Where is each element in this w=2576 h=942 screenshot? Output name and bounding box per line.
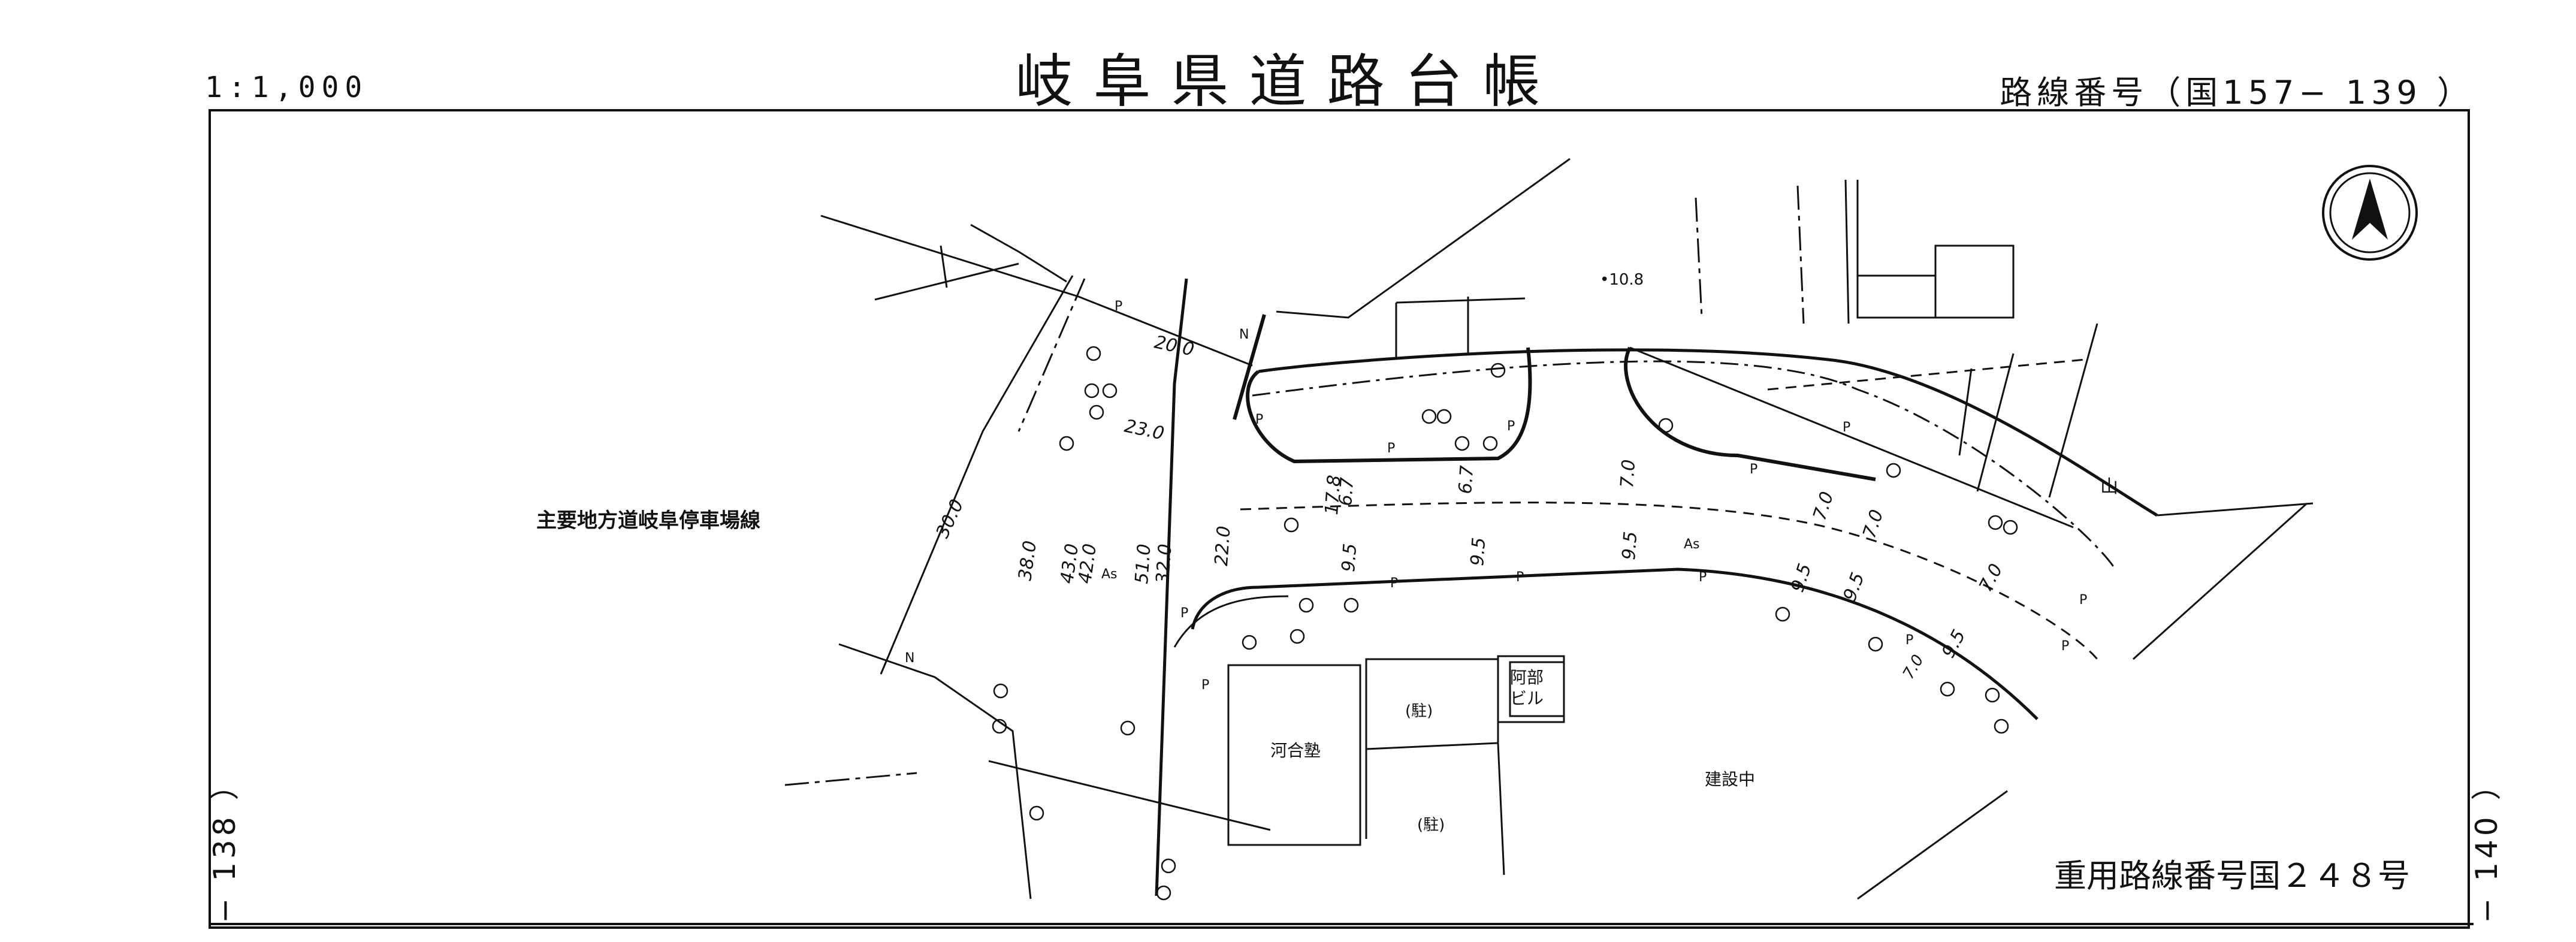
utility-marker-icon	[1161, 858, 1176, 874]
road-edge-line	[880, 275, 1074, 675]
svg-text:P: P	[1115, 299, 1122, 314]
utility-marker-icon	[1102, 383, 1118, 398]
utility-marker-icon	[1868, 636, 1883, 652]
utility-marker-icon	[1454, 436, 1470, 451]
utility-marker-icon	[1242, 635, 1257, 650]
dimension-label: 7.0	[1899, 652, 1928, 683]
svg-text:P: P	[1507, 419, 1515, 434]
utility-marker-icon	[1284, 517, 1299, 533]
utility-marker-icon	[1029, 805, 1044, 821]
svg-text:P: P	[1390, 576, 1398, 591]
dimension-label: 6.7	[1335, 477, 1358, 507]
dimension-label: 17.8	[1321, 474, 1345, 515]
utility-marker-icon	[992, 718, 1007, 734]
utility-marker-icon	[1994, 718, 2009, 734]
utility-marker-icon	[1886, 463, 1901, 478]
utility-marker-icon	[993, 683, 1008, 699]
dimension-label: 9.5	[1467, 537, 1490, 567]
utility-marker-icon	[1775, 606, 1790, 622]
svg-text:P: P	[1699, 570, 1707, 585]
overlap-route-label: 重用路線番号国２４８号	[2054, 857, 2410, 895]
route-number: 路線番号（国157− 139 ）	[2000, 74, 2474, 111]
dimension-label: 9.5	[1938, 626, 1970, 662]
yama-label: 山	[2100, 476, 2118, 497]
svg-text:P: P	[1255, 412, 1263, 427]
centerline	[1252, 360, 2116, 570]
svg-text:P: P	[1201, 678, 1209, 693]
curb-line	[1191, 567, 2039, 720]
utility-marker-icon	[1985, 687, 2000, 703]
pavement-mark: As	[1101, 567, 1118, 582]
svg-text:P: P	[1905, 633, 1913, 648]
building-label-abe-2: ビル	[1510, 689, 1544, 708]
dimension-label: 38.0	[1014, 539, 1041, 582]
utility-marker-icon	[1482, 436, 1498, 451]
north-mark: N	[1239, 327, 1249, 342]
parking-label: (駐)	[1405, 702, 1433, 720]
utility-marker-icon	[1289, 629, 1305, 644]
map-scale: 1:1,000	[205, 71, 369, 104]
dimension-label: 51.0	[1131, 543, 1155, 584]
curb-line	[1155, 278, 1188, 896]
utility-marker-icon	[1298, 597, 1314, 613]
svg-text:P: P	[1387, 441, 1395, 456]
dimension-label: 22.0	[1211, 525, 1235, 566]
road-name-label: 主要地方道岐阜停車場線	[536, 509, 760, 533]
dimension-label: 7.0	[1617, 459, 1639, 489]
utility-marker-icon	[2003, 520, 2018, 535]
utility-symbols	[992, 346, 2018, 901]
sheet-title: 岐阜県道路台帳	[1015, 48, 1561, 115]
svg-text:P: P	[1843, 420, 1850, 435]
building-kawai	[1227, 664, 1361, 846]
map-frame	[209, 109, 2470, 929]
dimension-label: 7.0	[1975, 560, 2007, 596]
building-label-abe-1: 阿部	[1510, 668, 1544, 687]
pavement-mark: As	[1684, 537, 1700, 552]
parking-label: (駐)	[1417, 816, 1445, 834]
curb-line	[1258, 348, 2158, 517]
dimension-label: 32.0	[1152, 543, 1176, 584]
utility-marker-icon	[1490, 363, 1506, 378]
north-mark: N	[905, 651, 914, 666]
building-label-kawai: 河合塾	[1270, 741, 1321, 760]
utility-marker-icon	[1988, 515, 2003, 530]
utility-marker-icon	[1940, 681, 1955, 697]
svg-text:P: P	[1180, 606, 1188, 621]
dimension-label: 7.0	[1809, 489, 1838, 523]
utility-marker-icon	[1156, 885, 1171, 901]
construction-label: 建設中	[1705, 769, 1755, 789]
utility-marker-icon	[1436, 409, 1452, 424]
utility-marker-icon	[1120, 720, 1136, 736]
svg-text:P: P	[2061, 639, 2069, 654]
north-arrow-icon	[2322, 165, 2418, 261]
p-marks: P P P P P P P P P P P P P P	[1115, 299, 2087, 693]
dimension-label: 9.5	[1338, 543, 1361, 573]
svg-text:P: P	[2079, 593, 2087, 608]
elevation-label: •10.8	[1600, 271, 1644, 289]
utility-marker-icon	[1343, 597, 1359, 613]
dimension-label: 6.7	[1455, 465, 1478, 495]
dimension-label: 9.5	[1840, 570, 1869, 604]
frame-bottom-line	[209, 923, 2474, 925]
dimension-label: 30.0	[932, 496, 968, 541]
svg-text:P: P	[1750, 462, 1757, 477]
utility-marker-icon	[1084, 383, 1100, 398]
svg-text:P: P	[1516, 570, 1524, 585]
dimension-label: 23.0	[1122, 416, 1166, 445]
utility-marker-icon	[1059, 436, 1074, 451]
utility-marker-icon	[1089, 404, 1104, 420]
utility-marker-icon	[1658, 418, 1674, 433]
utility-marker-icon	[1421, 409, 1437, 424]
utility-marker-icon	[1086, 346, 1101, 361]
dimension-label: 20.0	[1152, 332, 1196, 361]
dimension-label: 9.5	[1618, 531, 1641, 561]
dimension-label: 7.0	[1859, 507, 1888, 541]
road-edge-line	[820, 215, 1253, 367]
